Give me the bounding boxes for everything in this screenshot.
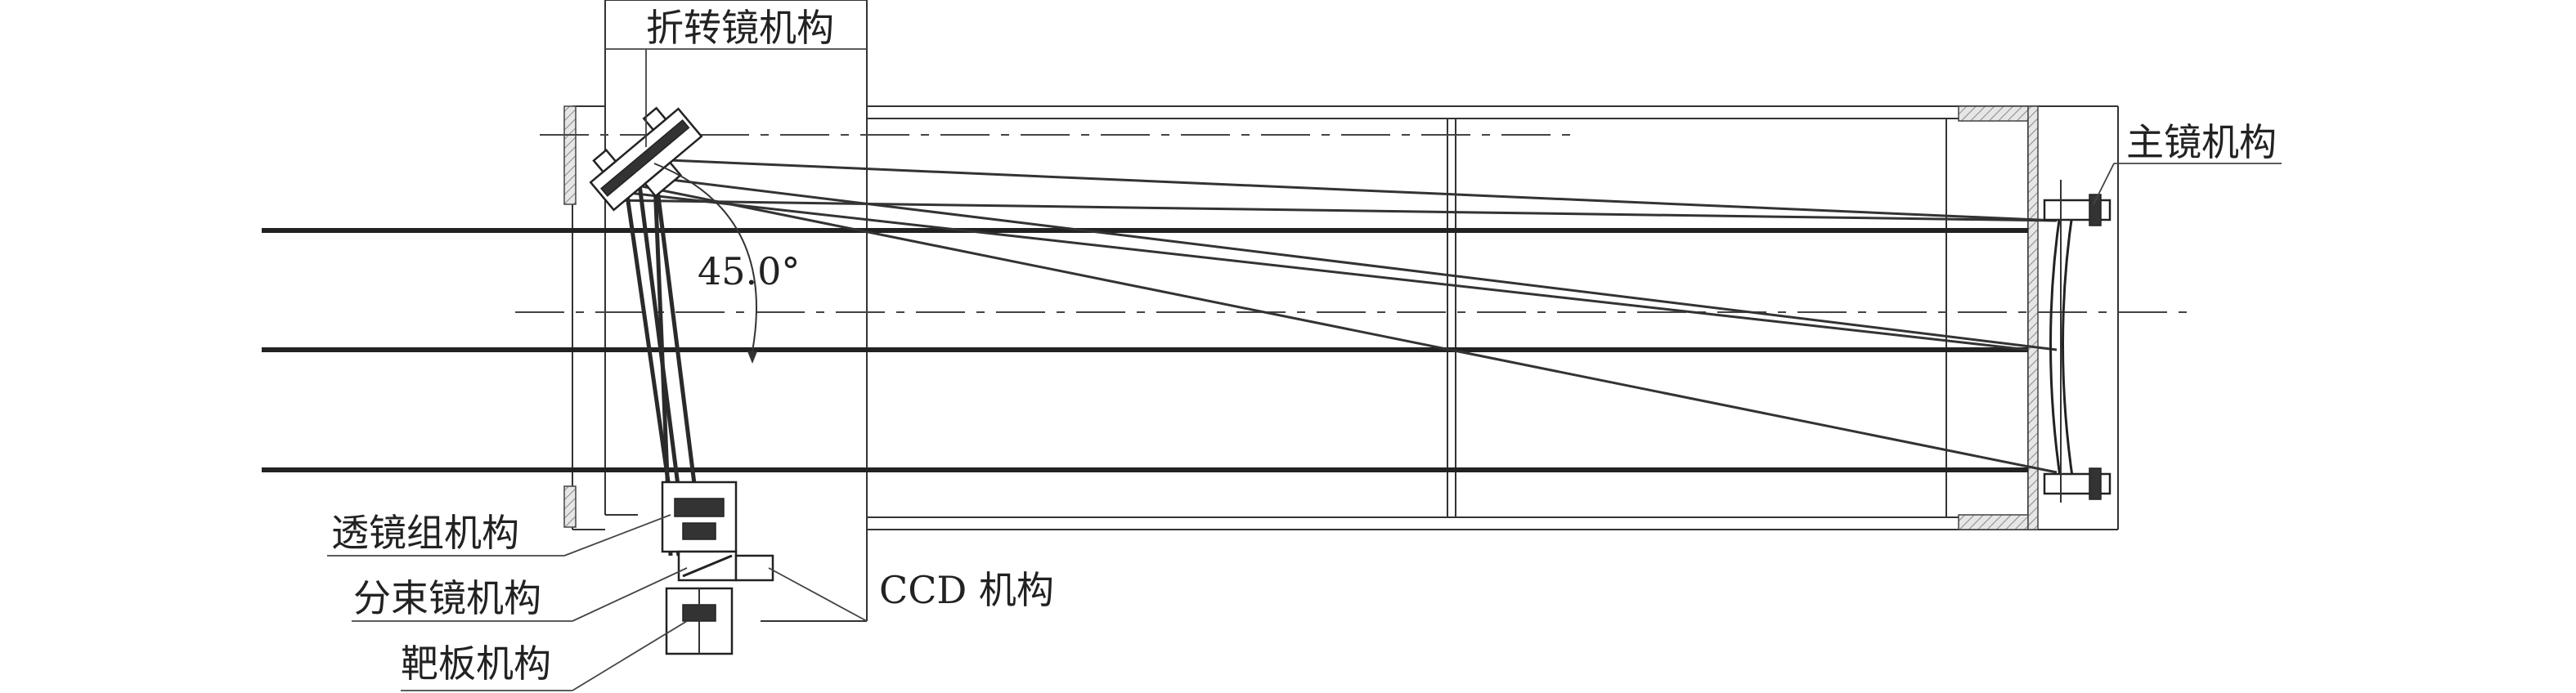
- leader-lines: [327, 48, 2282, 691]
- front-housing: [563, 0, 868, 622]
- component-labels: 折转镜机构 主镜机构 透镜组机构 分束镜机构 靶板机构 CCD 机构: [331, 6, 2277, 686]
- angle-annotation: 45.0°: [653, 163, 800, 364]
- detector-assembly: [661, 481, 774, 655]
- incoming-beams: [262, 228, 2028, 472]
- fold-mirror-label: 折转镜机构: [646, 6, 834, 50]
- angle-label: 45.0°: [698, 249, 800, 293]
- lens-group-label: 透镜组机构: [331, 511, 519, 555]
- ccd-label: CCD 机构: [879, 568, 1054, 612]
- ccd-housing: [734, 554, 774, 582]
- primary-mirror-label: 主镜机构: [2126, 120, 2277, 164]
- primary-mirror-mechanism: [2043, 180, 2112, 503]
- target-plate-label: 靶板机构: [401, 642, 551, 686]
- fold-mirror-mechanism: [589, 106, 703, 212]
- reflected-beams: [608, 158, 2058, 474]
- main-tube: [866, 105, 2119, 530]
- beam-splitter-label: 分束镜机构: [353, 576, 541, 620]
